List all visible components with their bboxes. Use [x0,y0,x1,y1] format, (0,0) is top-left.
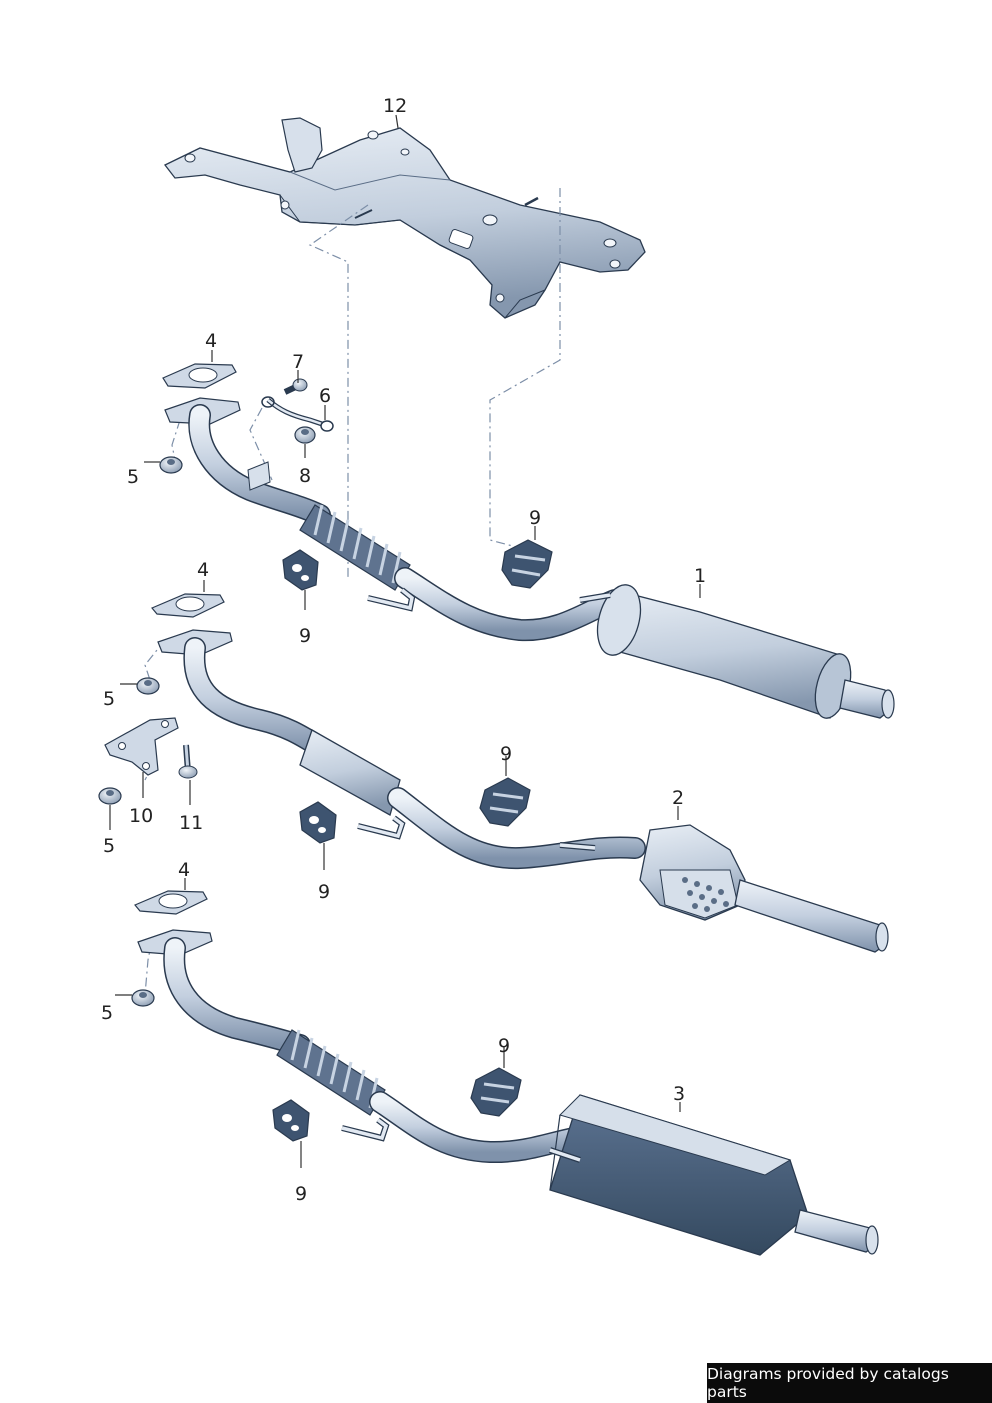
credit-banner: Diagrams provided by catalogs parts [707,1363,992,1403]
subframe [163,117,646,319]
callout-4: 4 [178,859,190,881]
rubber-hanger-icon [470,1067,522,1117]
rubber-hanger-icon [272,1099,310,1142]
callout-1: 1 [694,565,706,587]
nut-icon [136,677,160,695]
callout-9: 9 [318,881,330,903]
nut-icon [98,787,122,805]
rubber-hanger-icon [282,549,319,591]
callout-8: 8 [299,465,311,487]
callout-4: 4 [205,330,217,352]
callout-4: 4 [197,559,209,581]
leader-lines [109,114,701,1168]
hardware-parts [98,378,553,1142]
bolt-icon [283,378,308,395]
callout-6: 6 [319,385,331,407]
callout-11: 11 [179,812,203,834]
rubber-hanger-icon [479,777,531,827]
callout-5: 5 [103,688,115,710]
rubber-hanger-icon [501,539,553,589]
callout-10: 10 [129,805,153,827]
callout-labels: 12 4 7 6 8 5 9 1 9 4 5 9 2 10 11 5 9 4 5… [101,95,706,1205]
callout-5: 5 [127,466,139,488]
flex-bellows [276,1029,386,1116]
callout-12: 12 [383,95,407,117]
callout-9: 9 [500,743,512,765]
callout-9: 9 [299,625,311,647]
exhaust-assembly-1 [162,363,895,719]
nut-icon [159,456,183,474]
callout-5: 5 [101,1002,113,1024]
callout-9: 9 [498,1035,510,1057]
exhaust-assembly-2 [151,593,889,953]
callout-5: 5 [103,835,115,857]
nut-icon [131,989,155,1007]
callout-7: 7 [292,351,304,373]
callout-3: 3 [673,1083,685,1105]
exhaust-assembly-3 [134,890,879,1256]
nut-icon [294,426,316,444]
bolt-icon [178,744,198,779]
callout-9: 9 [295,1183,307,1205]
callout-2: 2 [672,787,684,809]
rubber-hanger-icon [299,801,337,844]
flex-bellows [299,504,411,591]
callout-9: 9 [529,507,541,529]
